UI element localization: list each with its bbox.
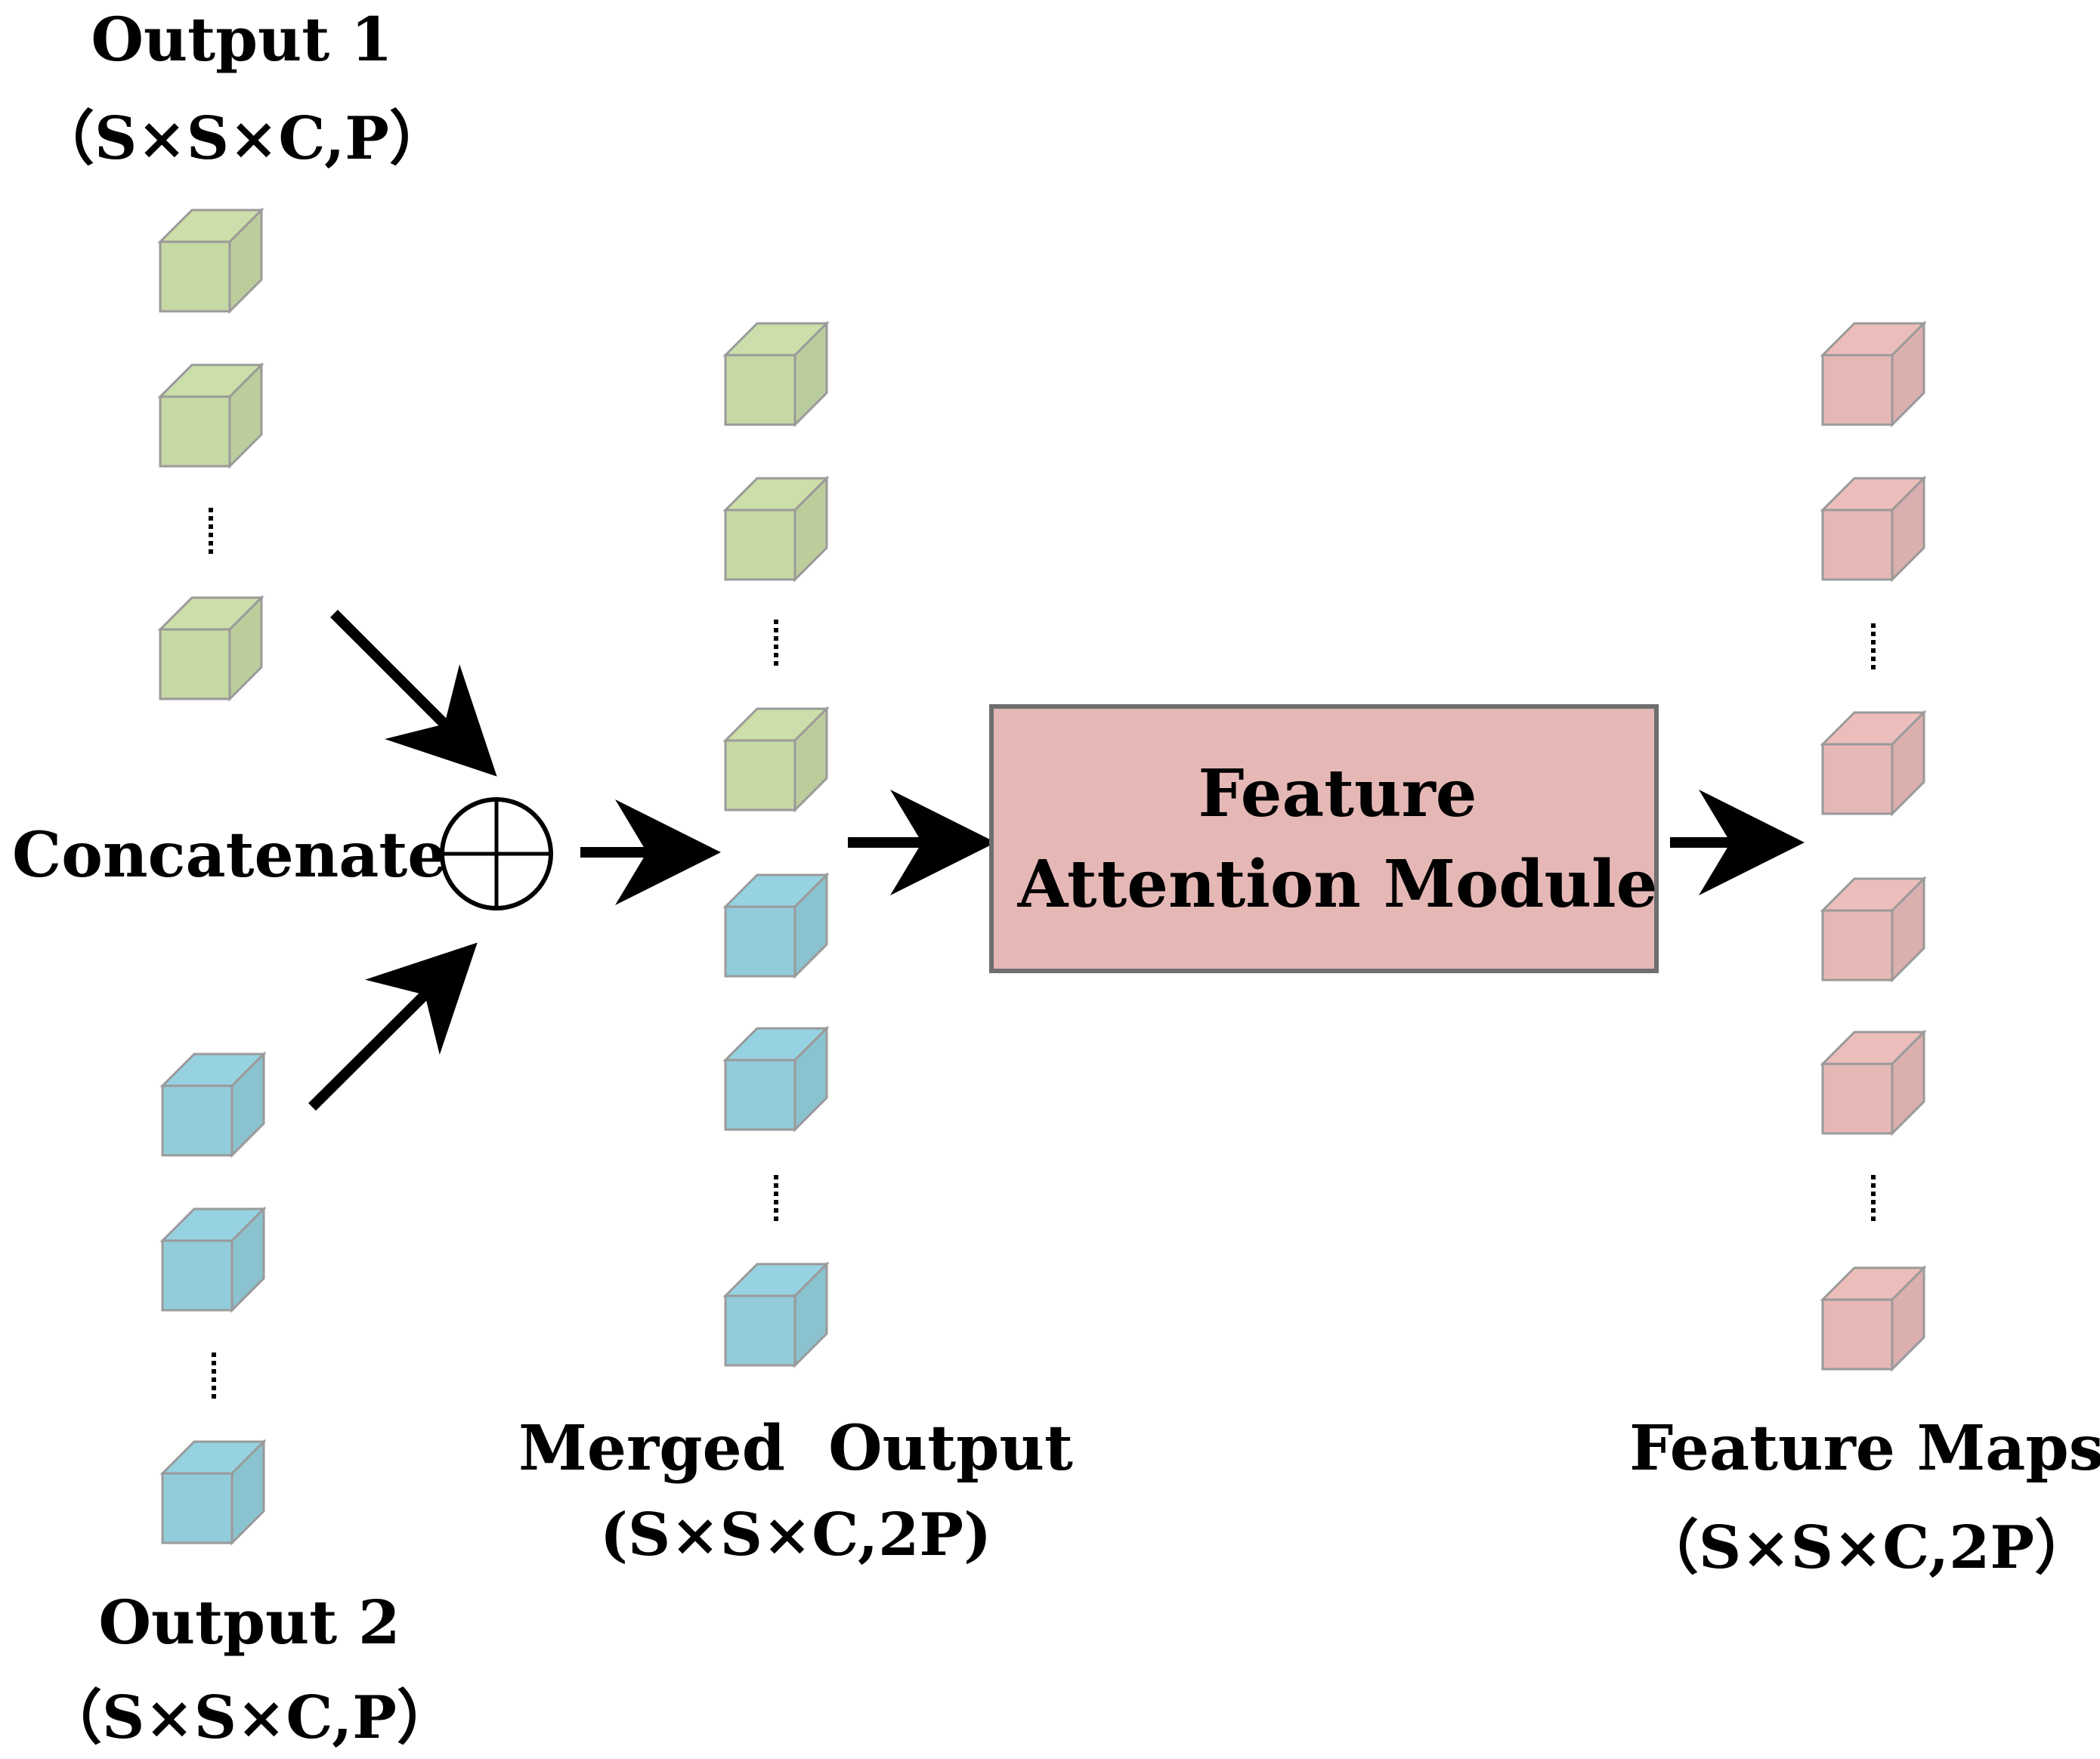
blue-cube: [159, 1206, 267, 1313]
feature-maps-cube-column: [1820, 320, 1927, 1372]
blue-cube: [722, 872, 830, 979]
pink-cube: [1820, 876, 1927, 983]
module-line2: Attention Module: [1017, 846, 1658, 923]
arrow-output2-to-concat: [308, 942, 478, 1111]
ellipsis-dots: [1871, 623, 1876, 669]
ellipsis-dots: [209, 508, 213, 554]
ellipsis-dots: [1871, 1175, 1876, 1221]
merged-cube-column: [722, 320, 830, 1368]
blue-cube: [722, 1025, 830, 1133]
feature-attention-module: Feature Attention Module: [989, 704, 1659, 973]
green-cube: [157, 207, 264, 314]
green-cube: [157, 362, 264, 469]
arrow-output1-to-concat: [330, 610, 497, 777]
pink-cube: [1820, 320, 1927, 428]
pink-cube: [1820, 1265, 1927, 1372]
pink-cube: [1820, 475, 1927, 583]
ellipsis-dots: [774, 620, 778, 666]
output2-shape: （S×S×C,P）: [43, 1683, 456, 1752]
circled-plus-icon: [440, 797, 553, 910]
output1-cube-column: [157, 207, 264, 702]
pink-cube: [1820, 709, 1927, 817]
green-cube: [722, 320, 830, 428]
output2-title: Output 2: [98, 1587, 400, 1658]
green-cube: [722, 706, 830, 813]
output1-title: Output 1: [91, 4, 392, 75]
module-line1: Feature: [1198, 756, 1477, 832]
output2-cube-column: [159, 1051, 267, 1546]
blue-cube: [159, 1051, 267, 1158]
ellipsis-dots: [774, 1175, 778, 1221]
blue-cube: [159, 1439, 267, 1546]
ellipsis-dots: [212, 1352, 216, 1399]
output1-shape: （S×S×C,P）: [36, 104, 448, 173]
green-cube: [157, 595, 264, 702]
blue-cube: [722, 1261, 830, 1368]
feature-maps-shape: （S×S×C,2P）: [1640, 1513, 2093, 1582]
green-cube: [722, 475, 830, 583]
pink-cube: [1820, 1029, 1927, 1136]
merged-output-title: Merged Output: [518, 1412, 1073, 1485]
concatenate-label: Concatenate: [12, 819, 447, 892]
feature-maps-title: Feature Maps: [1629, 1412, 2100, 1485]
merged-output-shape: (S×S×C,2P): [600, 1501, 991, 1569]
